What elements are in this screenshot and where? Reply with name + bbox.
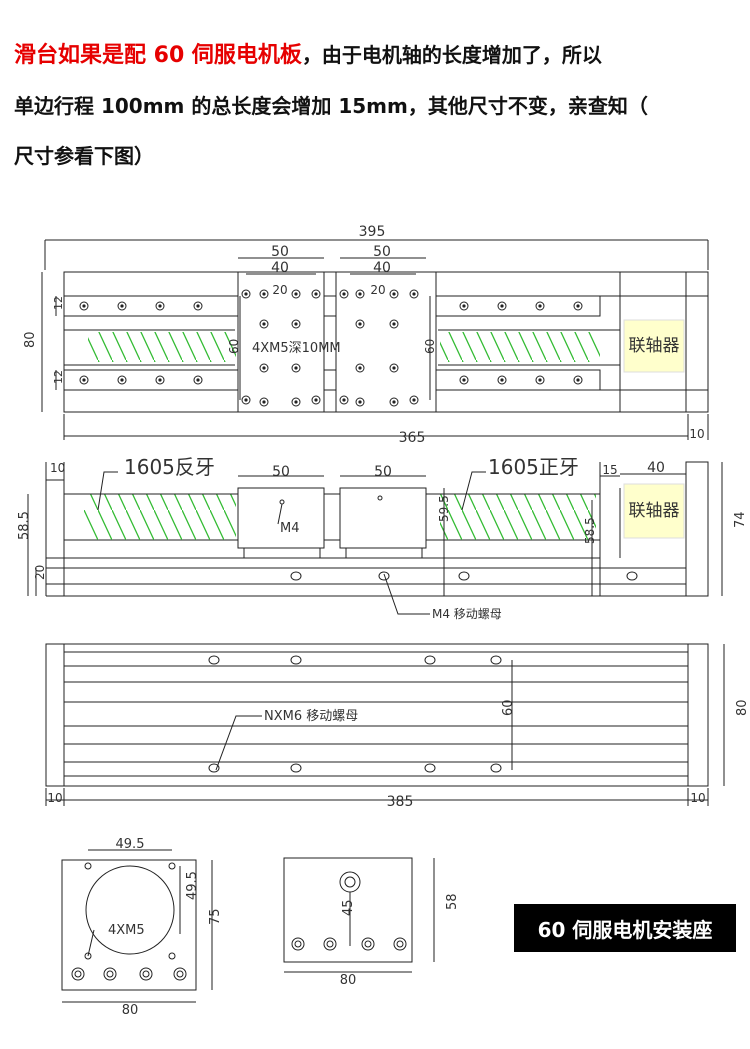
label-m4-nut: M4 移动螺母 — [432, 607, 502, 621]
dim-75: 75 — [208, 908, 223, 925]
header-highlight: 滑台如果是配 60 伺服电机板 — [14, 43, 302, 68]
header-line-1: 滑台如果是配 60 伺服电机板，由于电机轴的长度增加了，所以 — [14, 30, 739, 81]
dim-10-side: 10 — [50, 461, 65, 475]
side-view — [27, 461, 723, 615]
header-note: 滑台如果是配 60 伺服电机板，由于电机轴的长度增加了，所以 单边行程 100m… — [14, 30, 739, 181]
dim-80-end: 80 — [340, 973, 357, 988]
dim-10-bottom-right: 10 — [690, 791, 705, 805]
dim-60-bottom: 60 — [501, 699, 516, 716]
label-screw-holes: 4XM5深10MM — [252, 341, 341, 356]
header-line-3: 尺寸参看下图） — [14, 144, 154, 168]
dim-20-side: 20 — [33, 565, 47, 580]
dim-50-side-b: 50 — [374, 464, 392, 480]
dim-80: 80 — [23, 331, 38, 348]
motor-plate — [61, 849, 213, 1003]
dim-40-a: 40 — [271, 260, 289, 276]
dim-20-b: 20 — [370, 283, 385, 297]
header-line-1-rest: ，由于电机轴的长度增加了，所以 — [301, 43, 602, 67]
label-screw-right: 1605正牙 — [488, 455, 579, 479]
dim-365: 365 — [399, 430, 426, 446]
dim-12-bottom: 12 — [52, 370, 65, 384]
dim-50-side-a: 50 — [272, 464, 290, 480]
label-coupling-top: 联轴器 — [629, 336, 680, 356]
dim-15: 15 — [602, 463, 617, 477]
dim-20-a: 20 — [272, 283, 287, 297]
dim-50-b: 50 — [373, 244, 391, 260]
end-plate — [283, 857, 435, 973]
dim-58-5-left: 58.5 — [17, 511, 32, 540]
label-m4: M4 — [280, 521, 300, 536]
dim-58-5-right: 58.5 — [583, 517, 597, 544]
dim-80-motor: 80 — [122, 1003, 139, 1018]
side-view-labels: 10 1605反牙 1605正牙 50 50 15 40 联轴器 M4 58.5… — [17, 455, 748, 621]
dim-10-bottom-left: 10 — [47, 791, 62, 805]
dim-385: 385 — [387, 794, 414, 810]
dim-40-b: 40 — [373, 260, 391, 276]
dim-60-a: 60 — [227, 339, 241, 354]
dim-49-5-v: 49.5 — [185, 871, 200, 900]
dim-395: 395 — [359, 224, 386, 240]
dim-10-top: 10 — [689, 427, 704, 441]
dim-40-side: 40 — [647, 460, 665, 476]
dim-50-a: 50 — [271, 244, 289, 260]
top-view — [41, 239, 709, 440]
label-screw-left: 1605反牙 — [124, 455, 215, 479]
top-view-labels: 395 50 50 40 40 20 20 80 12 12 60 60 4XM… — [23, 224, 705, 446]
bottom-view-labels: NXM6 移动螺母 60 80 10 385 10 — [47, 699, 750, 810]
dim-49-5-h: 49.5 — [116, 837, 145, 852]
motor-plate-labels: 49.5 49.5 75 4XM5 80 — [108, 837, 223, 1018]
label-nxm6: NXM6 移动螺母 — [264, 709, 358, 724]
dim-58: 58 — [445, 893, 460, 910]
label-coupling-side: 联轴器 — [629, 501, 680, 521]
label-4xm5: 4XM5 — [108, 923, 145, 938]
dim-80-bottom: 80 — [735, 699, 750, 716]
dim-59-5: 59.5 — [437, 495, 451, 522]
dim-60-b: 60 — [423, 339, 437, 354]
dim-74: 74 — [733, 511, 748, 528]
header-line-2: 单边行程 100mm 的总长度会增加 15mm，其他尺寸不变，亲查知（ — [14, 94, 648, 118]
dim-45: 45 — [341, 899, 356, 916]
servo-mount-badge: 60 伺服电机安装座 — [514, 904, 736, 952]
bottom-view — [45, 643, 725, 806]
end-plate-labels: 45 58 80 — [340, 893, 460, 988]
dim-12-top: 12 — [52, 296, 65, 310]
